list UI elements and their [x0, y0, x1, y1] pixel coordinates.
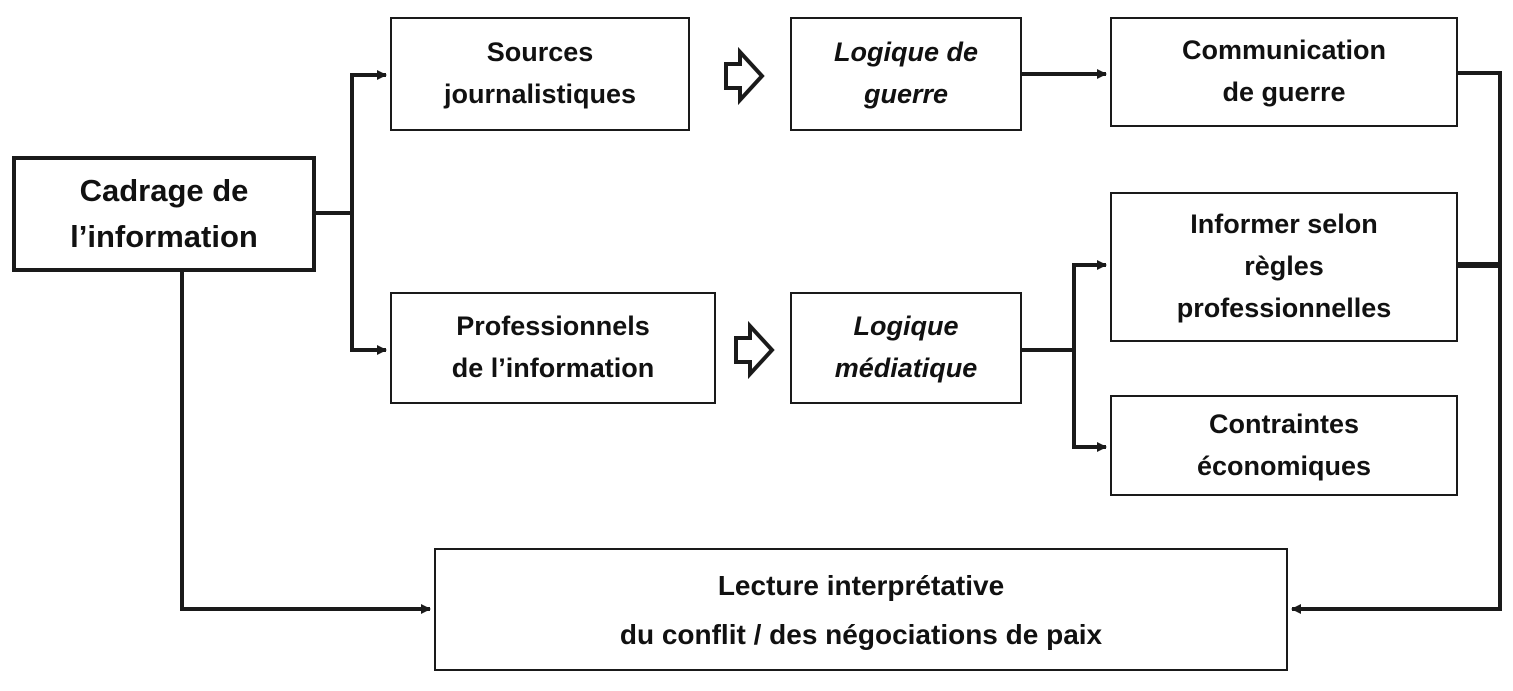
node-contraintes-line-1: Contraintes: [1208, 408, 1359, 439]
edge-cadrage-professionnels: [350, 213, 387, 355]
edge-logique-informer: [1022, 260, 1107, 352]
node-logique-guerre: Logique de guerre: [790, 17, 1022, 131]
node-lecture-line-2: du conflit / des négociations de paix: [619, 618, 1103, 650]
node-contraintes: Contraintes économiques: [1110, 395, 1458, 496]
node-sources-line-2: journalistiques: [443, 79, 637, 109]
node-sources-line-1: Sources: [486, 37, 594, 68]
node-lecture: Lecture interprétative du conflit / des …: [434, 548, 1288, 671]
edge-communication-collector: [1291, 71, 1502, 614]
node-logique-guerre-line-1: Logique de: [834, 37, 978, 68]
node-logique-mediatique-line-2: médiatique: [834, 353, 978, 383]
node-cadrage: Cadrage de l’information: [12, 156, 316, 272]
node-professionnels: Professionnels de l’information: [390, 292, 716, 404]
node-professionnels-line-1: Professionnels: [456, 311, 650, 342]
node-communication: Communication de guerre: [1110, 17, 1458, 127]
node-contraintes-line-2: économiques: [1196, 450, 1372, 481]
node-informer-line-3: professionnelles: [1176, 292, 1392, 323]
node-cadrage-line-1: Cadrage de: [79, 172, 249, 208]
node-cadrage-line-2: l’information: [70, 219, 258, 254]
node-professionnels-line-2: de l’information: [451, 353, 655, 383]
edge-logique-contraintes: [1072, 350, 1107, 452]
edge-cadrage-sources: [316, 70, 387, 215]
node-logique-mediatique: Logique médiatique: [790, 292, 1022, 404]
block-arrow-professionnels-logique: [734, 320, 775, 380]
node-informer-line-1: Informer selon: [1190, 209, 1378, 240]
node-informer-line-2: règles: [1244, 251, 1324, 282]
node-lecture-line-1: Lecture interprétative: [717, 569, 1005, 601]
node-informer: Informer selon règles professionnelles: [1110, 192, 1458, 342]
node-logique-mediatique-line-1: Logique: [853, 311, 959, 342]
node-communication-line-1: Communication: [1181, 35, 1386, 66]
node-sources: Sources journalistiques: [390, 17, 690, 131]
node-logique-guerre-line-2: guerre: [863, 79, 949, 109]
node-communication-line-2: de guerre: [1222, 77, 1346, 107]
block-arrow-sources-logique: [724, 46, 765, 106]
edge-cadrage-lecture: [180, 272, 431, 614]
